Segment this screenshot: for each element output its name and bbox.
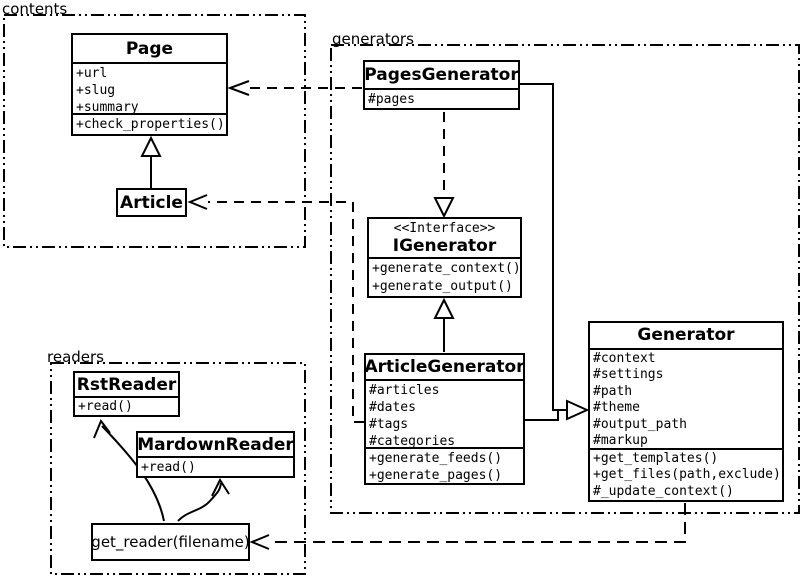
- relation-articlegenerator-extends-igenerator: [433, 297, 455, 352]
- attribute: +slug: [76, 83, 116, 98]
- attribute: +url: [76, 66, 108, 81]
- attributes-compartment: +url +slug +summary: [73, 62, 226, 113]
- attributes-compartment: #context #settings #path #theme #output_…: [590, 347, 782, 448]
- attribute: #tags: [369, 416, 409, 432]
- stereotype-label: <<Interface>>: [393, 220, 496, 236]
- package-label-generators: generators: [332, 30, 414, 48]
- class-box-page: Page +url +slug +summary +check_properti…: [71, 33, 228, 136]
- class-box-rstreader: RstReader +read(): [73, 371, 180, 417]
- class-title: RstReader: [76, 374, 177, 395]
- attribute: #articles: [369, 382, 440, 398]
- package-label-readers: readers: [47, 348, 104, 366]
- class-box-article: Article: [116, 188, 187, 217]
- function-label: get_reader(filename): [91, 533, 250, 551]
- class-box-igenerator: <<Interface>> IGenerator +generate_conte…: [367, 217, 522, 298]
- class-title: ArticleGenerator: [364, 356, 525, 377]
- relation-generators-extend-generator: [520, 83, 590, 421]
- relation-articlegenerator-uses-article: [187, 194, 364, 423]
- relation-getreader-to-mardownreader: [177, 477, 230, 522]
- package-border-generators: [330, 44, 800, 514]
- class-title: PagesGenerator: [364, 65, 519, 85]
- method: +check_properties(): [76, 117, 225, 132]
- class-box-articlegenerator: ArticleGenerator #articles #dates #tags …: [364, 353, 525, 485]
- class-box-generator: Generator #context #settings #path #them…: [588, 321, 784, 502]
- attribute: #pages: [368, 92, 415, 107]
- package-border-contents: [3, 14, 306, 248]
- methods-compartment: +generate_feeds() +generate_pages(): [366, 446, 523, 483]
- function-box-get-reader: get_reader(filename): [91, 523, 250, 561]
- attribute: #categories: [369, 433, 456, 447]
- methods-compartment: +read(): [75, 396, 178, 415]
- class-name: IGenerator: [392, 235, 497, 256]
- method: +generate_feeds(): [369, 450, 503, 466]
- inheritance-triangle-icon: [140, 135, 162, 157]
- class-title: Generator: [637, 325, 735, 346]
- method: +read(): [141, 460, 196, 476]
- open-arrowhead-icon: [227, 80, 250, 96]
- attribute: #dates: [369, 399, 416, 415]
- open-arrowhead-icon: [187, 194, 208, 210]
- class-box-pagesgenerator: PagesGenerator #pages: [363, 60, 520, 110]
- package-label-contents: contents: [2, 0, 68, 18]
- methods-compartment: +get_templates() +get_files(path,exclude…: [590, 447, 782, 500]
- inheritance-triangle-icon: [433, 297, 455, 319]
- attributes-compartment: #articles #dates #tags #categories: [366, 378, 523, 447]
- methods-compartment: +generate_context() +generate_output(): [369, 257, 520, 296]
- attribute: #path: [593, 383, 633, 399]
- class-title: <<Interface>> IGenerator: [369, 219, 520, 257]
- attribute: #context: [593, 350, 656, 366]
- open-arrowhead-icon: [211, 477, 230, 497]
- attribute: #markup: [593, 433, 648, 448]
- method: +generate_output(): [372, 279, 513, 295]
- class-title: Article: [120, 192, 183, 213]
- method: #_update_context(): [593, 483, 734, 499]
- class-title: Page: [125, 38, 174, 59]
- method: +generate_context(): [372, 261, 520, 277]
- inheritance-triangle-icon: [433, 197, 455, 219]
- package-border-readers: [50, 362, 306, 575]
- methods-compartment: +check_properties(): [73, 113, 226, 134]
- method: +generate_pages(): [369, 467, 503, 483]
- attributes-compartment: #pages: [365, 88, 518, 108]
- method: +get_templates(): [593, 450, 719, 466]
- relation-article-extends-page: [140, 135, 162, 188]
- open-arrowhead-icon: [249, 534, 270, 550]
- open-arrowhead-icon: [93, 418, 111, 439]
- relation-generator-uses-getreader: [249, 503, 686, 550]
- relation-pagesgenerator-uses-page: [227, 80, 362, 96]
- class-box-mardownreader: MardownReader +read(): [136, 431, 295, 478]
- inheritance-triangle-icon: [566, 399, 590, 421]
- attribute: #output_path: [593, 416, 687, 432]
- methods-compartment: +read(): [138, 456, 293, 476]
- attribute: #settings: [593, 367, 664, 383]
- relation-pagesgenerator-implements-igenerator: [433, 112, 455, 219]
- class-title: MardownReader: [137, 434, 294, 455]
- method: +get_files(path,exclude): [593, 467, 781, 483]
- attribute: +summary: [76, 100, 139, 113]
- method: +read(): [78, 399, 133, 415]
- attribute: #theme: [593, 400, 640, 416]
